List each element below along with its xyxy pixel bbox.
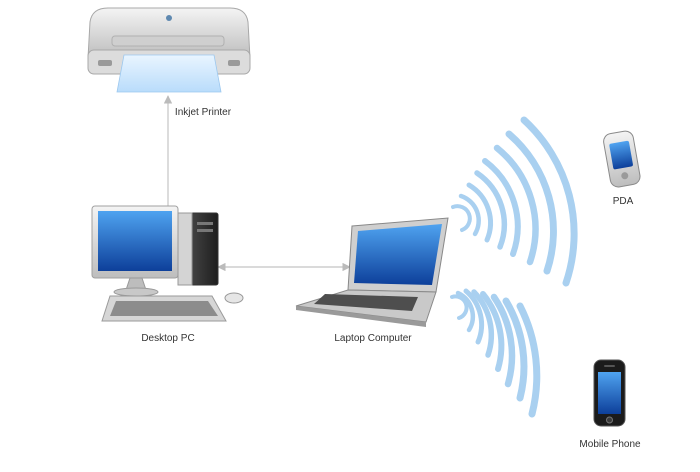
wireless-signal-lower [452, 291, 537, 414]
laptop-label: Laptop Computer [318, 333, 428, 344]
printer-icon [88, 8, 250, 92]
mobile-phone-label: Mobile Phone [568, 439, 652, 450]
mobile-phone-icon [594, 360, 625, 426]
desktop-pc-label: Desktop PC [123, 333, 213, 344]
pda-label: PDA [600, 196, 646, 207]
pda-icon [602, 130, 641, 188]
desktop-pc-icon [92, 206, 243, 321]
wireless-signal-upper [453, 120, 574, 283]
laptop-icon [296, 218, 448, 327]
printer-label: Inkjet Printer [148, 107, 258, 118]
